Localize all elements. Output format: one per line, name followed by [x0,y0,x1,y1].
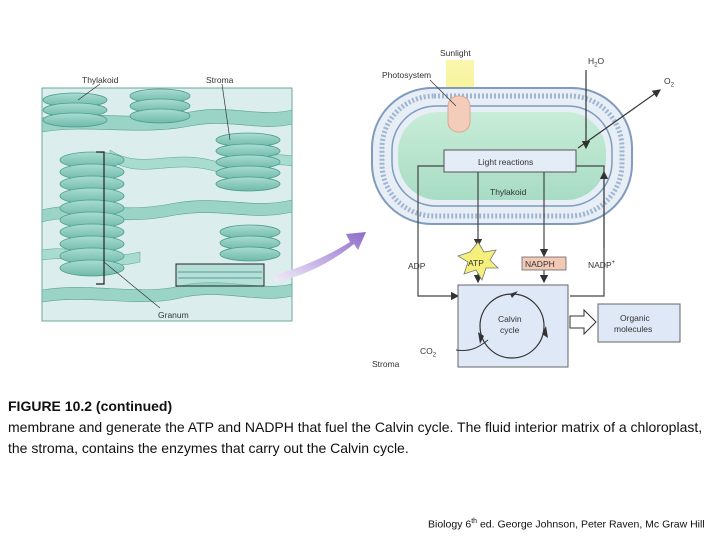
label-adp: ADP [408,261,426,271]
thylakoid-stack-panel [41,83,293,322]
label-nadp: NADP+ [588,260,616,270]
label-atp: ATP [468,258,484,268]
granum-bracket [96,151,105,285]
photosystem [447,95,471,133]
label-cycle: cycle [500,325,520,335]
label-co2: CO2 [420,346,437,359]
label-nadph: NADPH [525,259,555,269]
label-thylakoid-left: Thylakoid [82,75,119,85]
figure-caption: FIGURE 10.2 (continued) membrane and gen… [8,396,714,459]
label-sunlight: Sunlight [440,48,471,58]
label-calvin: Calvin [498,314,522,324]
chloroplast-figure [41,60,681,368]
granum-stack-top-left [42,92,108,128]
caption-heading: FIGURE 10.2 (continued) [8,398,173,414]
label-granum: Granum [158,310,189,320]
granum-stack-right-lower [219,224,281,262]
organic-molecules-box [597,303,681,343]
label-organic: Organic [620,313,650,323]
credit-prefix: Biology 6 [428,518,472,531]
atp-burst [457,241,499,281]
label-photosystem: Photosystem [382,70,432,80]
label-molecules: molecules [614,324,653,334]
label-stroma-left: Stroma [206,75,234,85]
label-h2o: H2O [588,56,605,69]
granum-stack-right-upper [215,132,281,192]
source-credit: Biology 6th ed. George Johnson, Peter Ra… [428,518,705,531]
process-diagram [371,60,681,368]
credit-superscript: th [471,518,478,525]
granum-stack-main [59,151,125,277]
granum-stack-top-middle [129,88,191,124]
credit-suffix: ed. George Johnson, Peter Raven, Mc Graw… [477,518,705,531]
label-light-reactions: Light reactions [478,157,534,167]
nadph-box [521,256,567,271]
light-reactions-box [443,149,577,173]
calvin-cycle-box [457,284,569,368]
caption-body: membrane and generate the ATP and NADPH … [8,419,703,456]
label-stroma-right: Stroma [372,359,400,369]
zoom-arrow [272,232,366,282]
output-arrow [569,308,597,336]
label-thylakoid-right: Thylakoid [490,187,527,197]
thylakoid-highlight-box [175,263,265,287]
label-o2: O2 [664,76,674,89]
